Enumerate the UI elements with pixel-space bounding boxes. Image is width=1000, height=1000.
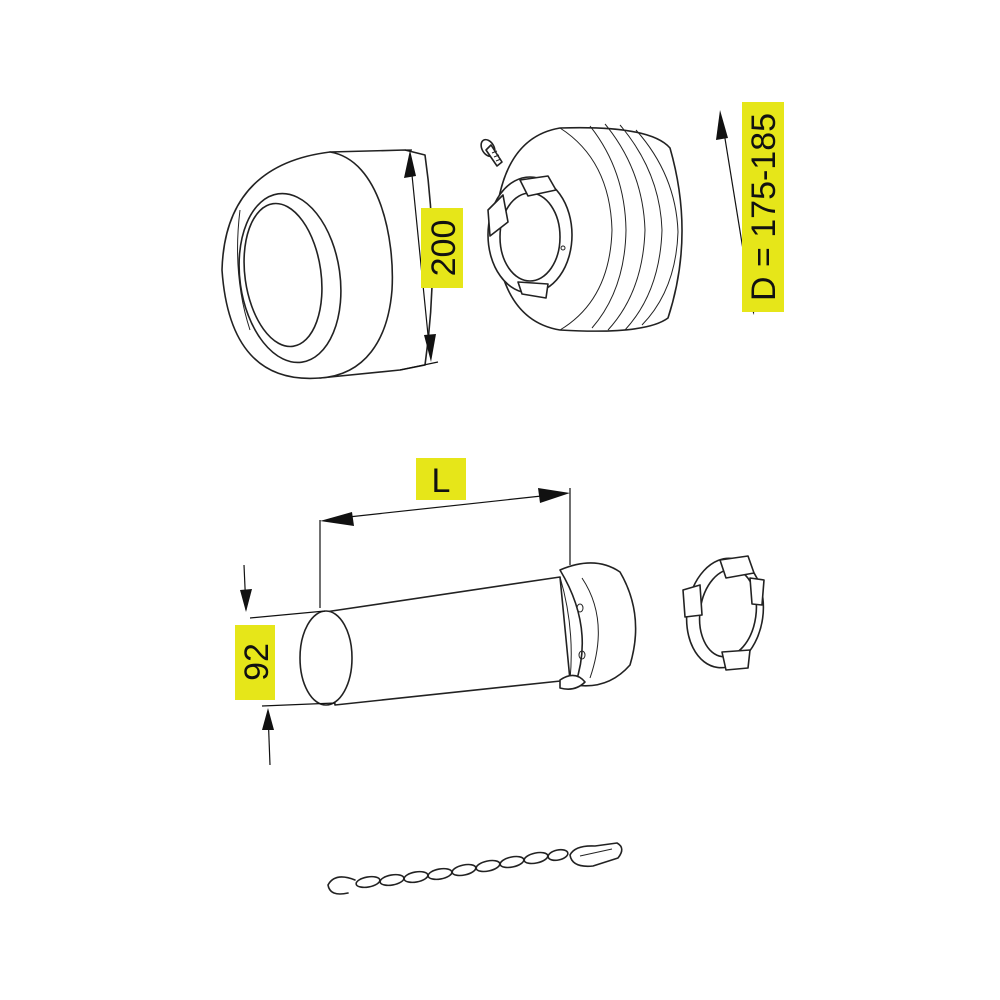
chain (327, 842, 623, 895)
pipe-diameter-label-box (235, 625, 275, 700)
pipe-length-label-box (416, 458, 466, 500)
pipe (299, 562, 637, 706)
pipe-diameter-dimension (240, 564, 336, 766)
screw (480, 138, 503, 167)
bellows-diameter-label: D = 175-185 (745, 113, 783, 301)
rosette-height-label-box (421, 208, 463, 288)
pipe-diameter-label: 92 (238, 643, 276, 681)
rosette-height-dimension (399, 149, 439, 371)
pipe-length-label: L (432, 462, 451, 500)
bellows-seal (487, 123, 683, 332)
rosette-height-label: 200 (425, 220, 463, 277)
bellows-diameter-label-box (742, 102, 784, 312)
rosette (221, 149, 434, 380)
locking-ring (682, 555, 765, 671)
pipe-length-dimension (319, 488, 571, 608)
